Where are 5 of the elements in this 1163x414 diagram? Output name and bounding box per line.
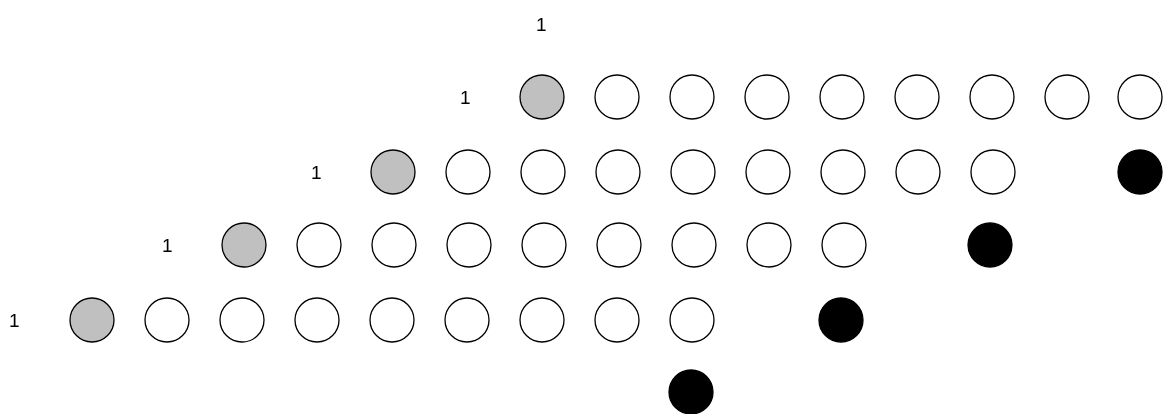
number-label: 1 xyxy=(460,87,471,109)
number-label: 1 xyxy=(9,310,20,332)
number-label: 1 xyxy=(311,162,322,184)
number-label: 1 xyxy=(536,14,547,36)
number-label: 1 xyxy=(162,235,173,257)
